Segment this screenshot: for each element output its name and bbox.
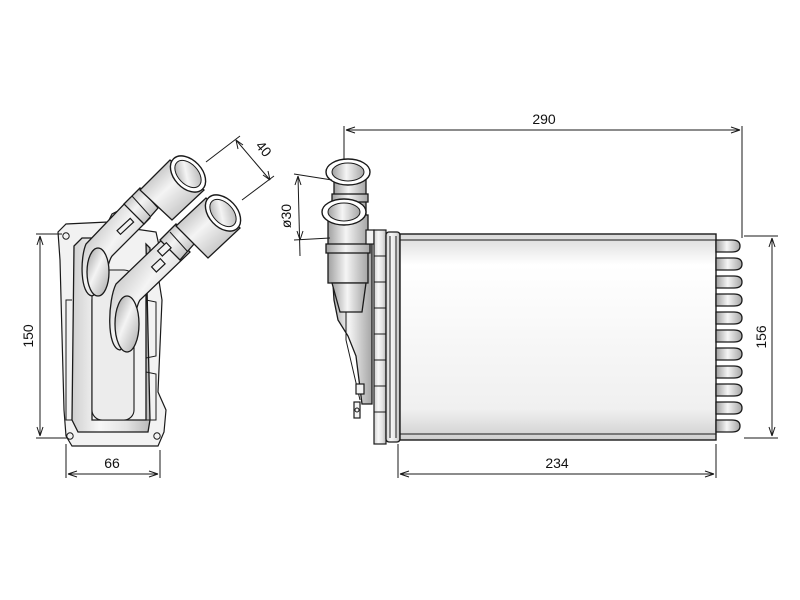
dim-label-core-height: 156 <box>753 325 769 349</box>
dim-label-side-height: 150 <box>20 324 36 348</box>
front-outlet-collar <box>325 243 371 254</box>
inlet-pipe-mouth-inner <box>174 159 202 189</box>
dim-line-pipe-diameter <box>297 175 301 257</box>
dim-label-pipe-diameter: ø30 <box>278 204 294 228</box>
side-tab-left <box>65 299 72 421</box>
front-outlet-mouth-inner <box>327 202 361 222</box>
front-header-plate <box>385 231 401 443</box>
outlet-pipe-mouth-inner <box>209 198 237 228</box>
dim-label-side-depth: 66 <box>104 455 120 471</box>
mount-hole-bottom-right <box>153 432 161 440</box>
front-outlet-taper <box>331 282 367 313</box>
inlet-pipe-nozzle <box>139 159 205 221</box>
inlet-pipe-bend <box>86 247 110 297</box>
side-view: 150 66 40 <box>20 135 275 478</box>
dim-line-pipe-spacing <box>235 139 271 181</box>
dim-label-core-length: 234 <box>545 455 569 471</box>
dim-label-pipe-spacing: 40 <box>253 138 275 160</box>
outlet-pipe-bend <box>114 295 140 353</box>
outlet-pipe-collar-ring <box>169 231 189 253</box>
bleed-nub-1 <box>150 257 166 273</box>
inlet-label-tab <box>116 217 135 236</box>
front-bracket-1 <box>355 383 365 395</box>
front-bracket-hole <box>354 407 360 413</box>
front-inlet-mouth-inner <box>331 162 365 182</box>
dim-label-overall-length: 290 <box>532 111 556 127</box>
tube-return-loops <box>715 239 743 433</box>
mount-hole-top-left <box>62 232 70 240</box>
mount-hole-bottom-left <box>66 432 74 440</box>
side-tab-upper <box>145 299 157 359</box>
front-bleed-nub <box>365 229 375 245</box>
front-bracket-2 <box>353 401 361 419</box>
front-view: 290 156 234 ø30 <box>278 111 778 478</box>
side-tab-lower <box>145 371 157 421</box>
end-plate-ribs <box>374 255 386 413</box>
bleed-nub-2 <box>156 241 172 257</box>
outlet-pipe-nozzle <box>175 197 241 259</box>
radiator-core <box>399 233 717 441</box>
inlet-pipe-collar-ring <box>131 195 151 217</box>
